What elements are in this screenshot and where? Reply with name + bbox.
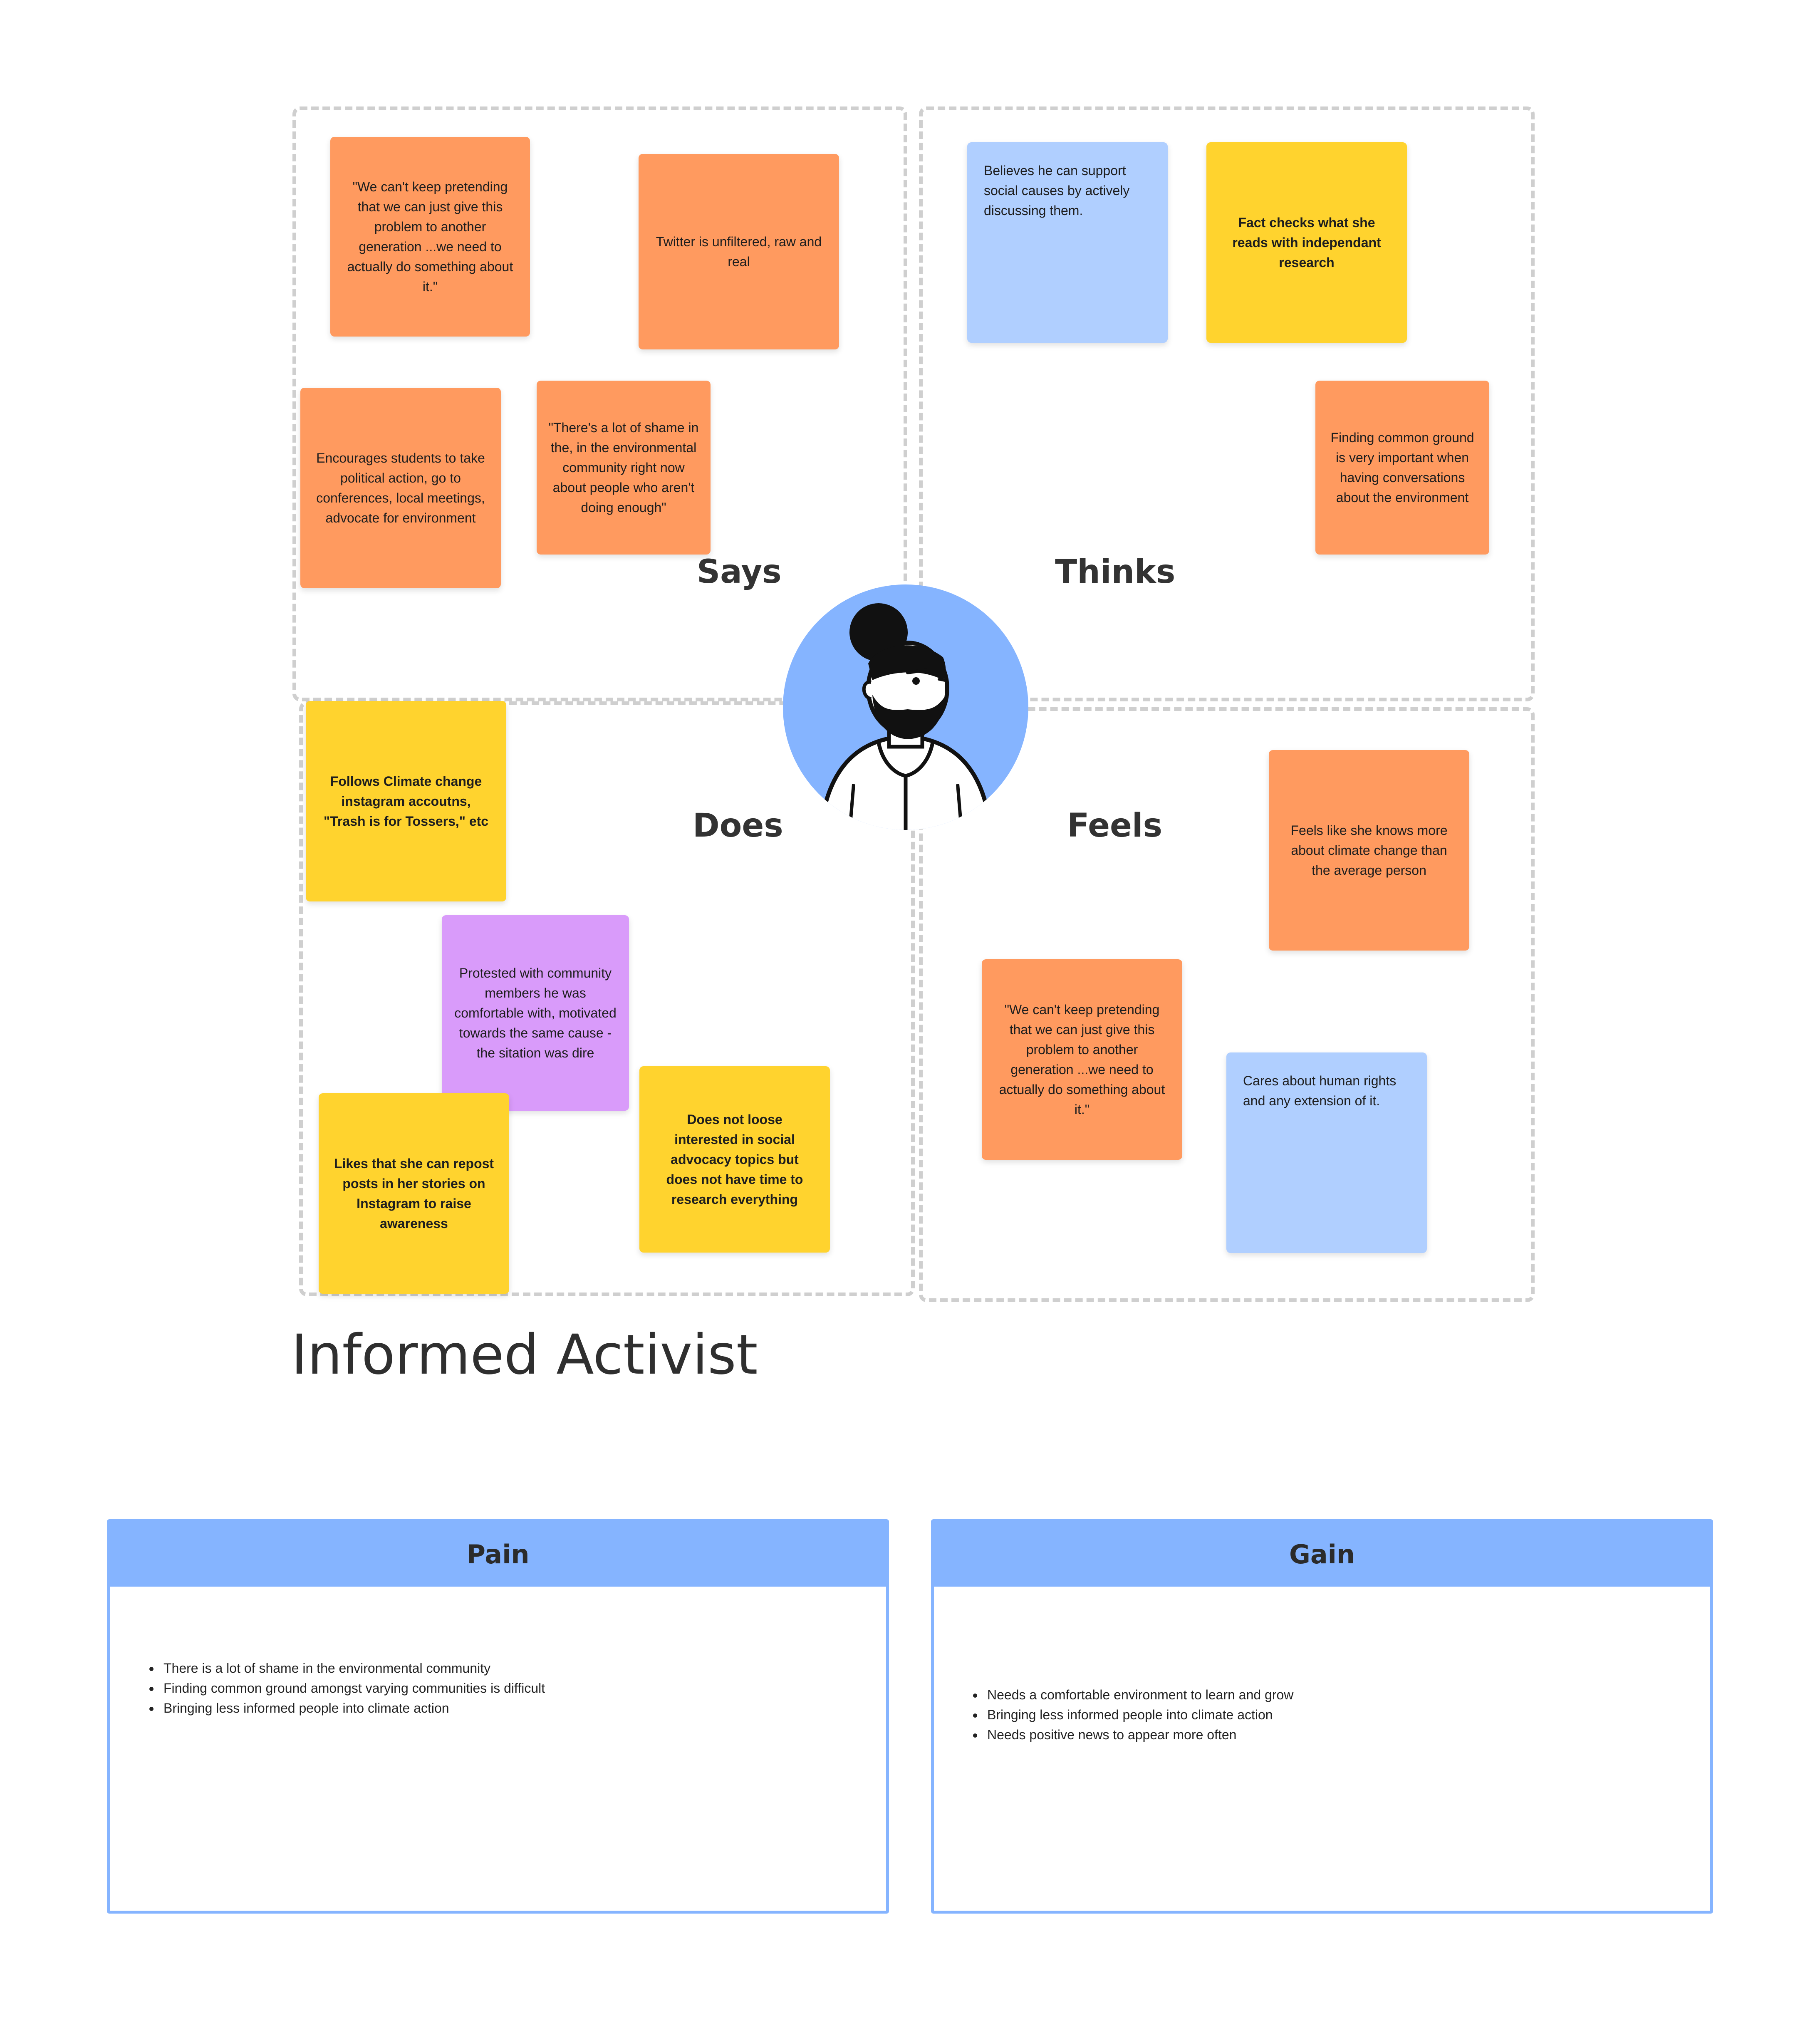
gain-panel-title: Gain — [934, 1522, 1710, 1587]
pain-list: There is a lot of shame in the environme… — [136, 1658, 545, 1718]
sticky-note[interactable]: Cares about human rights and any extensi… — [1226, 1052, 1427, 1253]
thinks-quadrant — [919, 106, 1535, 701]
list-item: Finding common ground amongst varying co… — [160, 1678, 545, 1698]
list-item: Needs positive news to appear more often — [984, 1725, 1293, 1745]
pain-panel: Pain There is a lot of shame in the envi… — [107, 1519, 889, 1914]
sticky-note[interactable]: Follows Climate change instagram accoutn… — [306, 701, 506, 901]
does-label: Does — [693, 807, 783, 844]
sticky-note[interactable]: Encourages students to take political ac… — [300, 388, 501, 588]
list-item: Bringing less informed people into clima… — [984, 1705, 1293, 1725]
feels-quadrant — [919, 707, 1535, 1302]
list-item: Bringing less informed people into clima… — [160, 1698, 545, 1718]
sticky-note[interactable]: Believes he can support social causes by… — [967, 142, 1168, 343]
sticky-note[interactable]: "There's a lot of shame in the, in the e… — [537, 381, 711, 555]
sticky-note[interactable]: Does not loose interested in social advo… — [639, 1066, 830, 1253]
list-item: Needs a comfortable environment to learn… — [984, 1685, 1293, 1705]
feels-label: Feels — [1067, 807, 1163, 844]
does-quadrant — [299, 701, 915, 1296]
sticky-note[interactable]: Twitter is unfiltered, raw and real — [639, 154, 839, 349]
sticky-note[interactable]: Fact checks what she reads with independ… — [1206, 142, 1407, 343]
sticky-note[interactable]: Likes that she can repost posts in her s… — [319, 1093, 509, 1294]
sticky-note[interactable]: Feels like she knows more about climate … — [1269, 750, 1469, 951]
thinks-label: Thinks — [1055, 553, 1176, 591]
gain-panel: Gain Needs a comfortable environment to … — [931, 1519, 1713, 1914]
gain-list: Needs a comfortable environment to learn… — [960, 1685, 1293, 1745]
list-item: There is a lot of shame in the environme… — [160, 1658, 545, 1678]
says-label: Says — [697, 553, 782, 591]
persona-title: Informed Activist — [291, 1323, 758, 1387]
pain-panel-title: Pain — [110, 1522, 886, 1587]
person-avatar-icon — [820, 603, 991, 830]
sticky-note[interactable]: Finding common ground is very important … — [1315, 381, 1489, 555]
sticky-note[interactable]: "We can't keep pretending that we can ju… — [330, 137, 530, 337]
says-quadrant — [292, 106, 907, 701]
person-avatar — [783, 584, 1028, 830]
sticky-note[interactable]: Protested with community members he was … — [442, 915, 629, 1111]
sticky-note[interactable]: "We can't keep pretending that we can ju… — [982, 959, 1182, 1160]
